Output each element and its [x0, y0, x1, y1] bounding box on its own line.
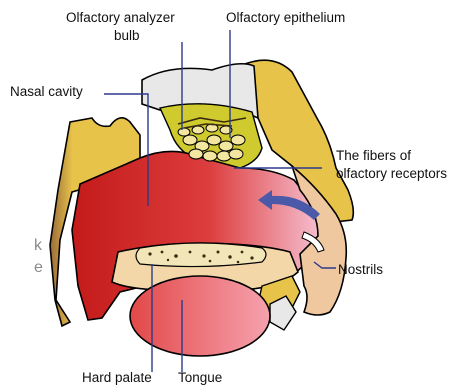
label-olfactory-epithelium: Olfactory epithelium	[226, 10, 345, 25]
label-olfactory-analyzer-bulb-line1: Olfactory analyzer	[66, 10, 175, 25]
label-hard-palate: Hard palate	[82, 370, 152, 385]
tongue	[130, 276, 270, 356]
cropped-edge-text-1: k	[34, 237, 43, 254]
label-fibers-line1: The fibers of	[336, 148, 411, 163]
label-tongue: Tongue	[178, 370, 222, 385]
label-olfactory-analyzer-bulb-line2: bulb	[114, 28, 140, 43]
palate-inner-bone	[136, 243, 266, 267]
label-nostrils: Nostrils	[338, 262, 383, 277]
cropped-edge-text-2: e	[34, 259, 43, 276]
label-fibers-line2: olfactory receptors	[336, 166, 447, 181]
label-nasal-cavity: Nasal cavity	[10, 84, 83, 99]
